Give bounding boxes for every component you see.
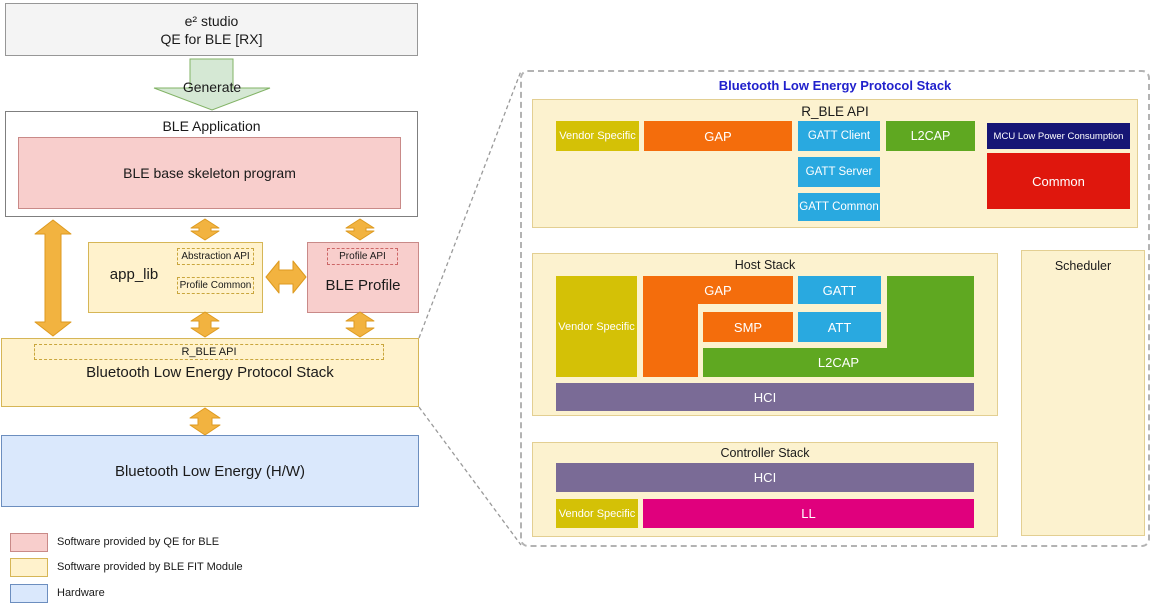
block-host-att: ATT: [798, 312, 881, 342]
protocol-stack-box: [1, 338, 419, 407]
block-host-l2cap: L2CAP: [703, 348, 974, 377]
hardware-box: Bluetooth Low Energy (H/W): [1, 435, 419, 507]
legend-label-qe: Software provided by QE for BLE: [57, 536, 220, 548]
profile-common-box: Profile Common: [177, 277, 254, 294]
connector-top-dashed-line: [418, 70, 522, 339]
scheduler-label: Scheduler: [1054, 259, 1112, 273]
arrow-app-to-bleprofile: [345, 218, 375, 241]
block-ctl-hci: HCI: [556, 463, 974, 492]
controller-stack-box: Controller Stack HCI Vendor Specific LL: [532, 442, 998, 537]
app-lib-label: app_lib: [109, 266, 159, 283]
legend-swatch-qe: [10, 533, 48, 552]
r-ble-api-layer-title: R_BLE API: [801, 104, 869, 119]
host-stack-title: Host Stack: [734, 258, 796, 272]
block-ctl-vendor-specific: Vendor Specific: [556, 499, 638, 528]
connector-bottom-dashed-line: [418, 406, 522, 546]
arrow-bleprofile-to-stack: [345, 311, 375, 338]
block-vendor-specific: Vendor Specific: [556, 121, 639, 151]
legend-label-hardware: Hardware: [57, 587, 105, 599]
block-mcu-low-power: MCU Low Power Consumption: [987, 123, 1130, 149]
arrow-app-to-stack-tall: [34, 219, 72, 337]
block-gatt-client: GATT Client: [798, 121, 880, 151]
arrow-applib-to-bleprofile-horizontal: [265, 260, 307, 294]
controller-stack-title: Controller Stack: [720, 446, 810, 460]
panel-title: Bluetooth Low Energy Protocol Stack: [718, 78, 952, 93]
studio-line1: e² studio: [184, 12, 239, 29]
block-gatt-common: GATT Common: [798, 193, 880, 221]
block-host-gatt: GATT: [798, 276, 881, 304]
block-gap: GAP: [644, 121, 792, 151]
ble-skeleton-box: BLE base skeleton program: [18, 137, 401, 209]
block-gatt-server: GATT Server: [798, 157, 880, 187]
generate-label: Generate: [182, 79, 242, 95]
r-ble-api-layer: R_BLE API Vendor Specific GAP GATT Clien…: [532, 99, 1138, 228]
block-host-vendor-specific: Vendor Specific: [556, 276, 637, 377]
block-host-hci: HCI: [556, 383, 974, 411]
ble-application-title: BLE Application: [162, 118, 261, 134]
studio-line2: QE for BLE [RX]: [160, 30, 263, 47]
r-ble-api-box: R_BLE API: [34, 344, 384, 360]
arrow-applib-to-stack: [190, 311, 220, 338]
host-stack-box: Host Stack Vendor Specific GAP SMP GATT …: [532, 253, 998, 416]
legend-label-fit: Software provided by BLE FIT Module: [57, 561, 243, 573]
arrow-app-to-applib: [190, 218, 220, 241]
block-ctl-ll: LL: [643, 499, 974, 528]
profile-api-box: Profile API: [327, 248, 398, 265]
abstraction-api-box: Abstraction API: [177, 248, 254, 265]
ble-profile-label: BLE Profile: [325, 277, 401, 294]
block-l2cap: L2CAP: [886, 121, 975, 151]
block-host-gap: GAP: [643, 276, 793, 304]
legend-swatch-fit: [10, 558, 48, 577]
block-common: Common: [987, 153, 1130, 209]
legend-swatch-hardware: [10, 584, 48, 603]
scheduler-box: Scheduler: [1021, 250, 1145, 536]
arrow-stack-to-hardware: [189, 407, 221, 436]
protocol-stack-label: Bluetooth Low Energy Protocol Stack: [86, 364, 334, 381]
qe-studio-box: e² studio QE for BLE [RX]: [5, 3, 418, 56]
block-host-smp: SMP: [703, 312, 793, 342]
